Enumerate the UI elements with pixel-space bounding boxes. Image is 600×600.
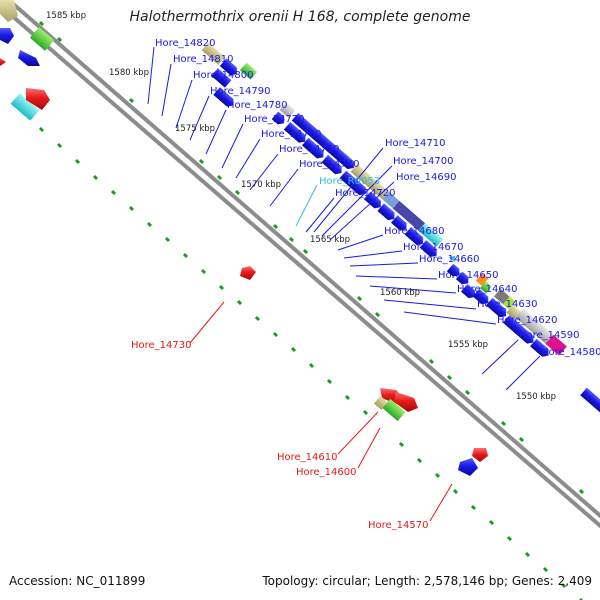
gene-block[interactable] [382,191,400,209]
gene-label-hore-14580[interactable]: Hore_14580 [541,347,600,358]
gene-arrow[interactable] [283,122,309,145]
gene-block[interactable] [211,68,232,88]
scale-label: 1570 kbp [241,180,281,190]
gene-arrow[interactable] [455,271,472,287]
gene-label-hore-14660[interactable]: Hore_14660 [419,254,480,265]
gene-block[interactable] [479,281,492,294]
gene-arrow[interactable] [213,87,236,109]
gene-arrow[interactable] [502,315,537,346]
gene-label-hore-14810[interactable]: Hore_14810 [173,54,234,65]
gene-label-hore-14670[interactable]: Hore_14670 [403,242,464,253]
gene-arrow[interactable] [472,288,492,307]
gene-label-hore-14680[interactable]: Hore_14680 [384,226,445,237]
scale-label: 1550 kbp [516,392,556,402]
gene-label-hore-14820[interactable]: Hore_14820 [155,38,216,49]
gene-block[interactable] [239,62,258,80]
gene-label-hore-14750[interactable]: Hore_14750 [279,144,340,155]
gene-block[interactable] [392,200,426,231]
gene-label-hore-r0053[interactable]: Hore_R0053 [319,176,380,187]
gene-label-hore-14640[interactable]: Hore_14640 [457,284,518,295]
gene-arrow[interactable] [446,263,463,279]
gene-arrow[interactable] [377,203,397,222]
edge-fragments [0,0,55,121]
gene-arrow[interactable] [363,191,384,211]
gene-arrow[interactable] [321,154,345,177]
gene-label-hore-14570[interactable]: Hore_14570 [368,520,429,531]
scale-ticks-outer [38,20,585,495]
label-leader-lines [147,46,541,391]
reverse-strand-genes [240,266,488,476]
gene-arrow-hore-14570[interactable] [458,458,478,476]
scale-label: 1555 kbp [448,340,488,350]
scale-label: 1560 kbp [380,288,420,298]
gene-block[interactable] [545,334,567,356]
gene-arrow[interactable] [404,227,427,248]
gene-label-hore-14800[interactable]: Hore_14800 [193,70,254,81]
chromosome-backbone [0,0,600,529]
gene-block[interactable] [418,223,444,247]
gene-arrow[interactable] [291,112,357,172]
gene-label-hore-14600[interactable]: Hore_14600 [296,467,357,478]
gene-arrow[interactable] [472,448,488,462]
gene-block[interactable] [350,164,389,200]
forward-strand-genes [201,42,567,360]
gene-label-hore-14650[interactable]: Hore_14650 [438,270,499,281]
gene-arrow[interactable] [530,338,552,360]
gene-arrow[interactable] [390,215,410,233]
gene-block[interactable] [506,304,521,320]
gene-label-hore-14630[interactable]: Hore_14630 [477,299,538,310]
forward-strand-genes-right [580,387,600,420]
gene-label-hore-14620[interactable]: Hore_14620 [497,315,558,326]
gene-label-hore-14730[interactable]: Hore_14730 [131,340,192,351]
gene-arrow[interactable] [219,58,240,77]
gene-block[interactable] [279,102,296,118]
gene-block[interactable] [475,273,489,286]
gene-label-hore-14590[interactable]: Hore_14590 [519,330,580,341]
gene-label-hore-14700[interactable]: Hore_14700 [393,156,454,167]
gene-label-hore-14690[interactable]: Hore_14690 [396,172,457,183]
gene-arrow[interactable] [301,137,327,161]
gene-label-hore-14610[interactable]: Hore_14610 [277,452,338,463]
gene-block[interactable] [493,288,510,305]
rna-leader-line [295,184,318,227]
gene-label-hore-14780[interactable]: Hore_14780 [227,100,288,111]
gene-arrow[interactable] [339,170,369,198]
scale-labels: 1585 kbp 1580 kbp 1575 kbp 1570 kbp 1565… [46,11,556,402]
accession-text: Accession: NC_011899 [9,574,146,588]
gene-arrow[interactable] [271,111,288,127]
reverse-gene-labels: Hore_14730 Hore_14610 Hore_14600 Hore_14… [131,340,429,531]
gene-block-hore-14600[interactable] [382,398,406,422]
scale-label: 1565 kbp [310,235,350,245]
gene-label-hore-14790[interactable]: Hore_14790 [210,86,271,97]
scale-label: 1575 kbp [175,124,215,134]
gene-arrow[interactable] [580,387,600,420]
scale-ticks-inner [38,126,584,600]
rna-marker[interactable] [448,253,458,263]
gene-block[interactable] [515,308,554,344]
gene-arrow[interactable] [486,297,509,320]
genome-summary-text: Topology: circular; Length: 2,578,146 bp… [262,574,592,588]
gene-label-hore-14760[interactable]: Hore_14760 [261,129,322,140]
gene-label-hore-14720[interactable]: Hore_14720 [335,188,396,199]
gene-label-hore-14710[interactable]: Hore_14710 [385,138,446,149]
gene-block[interactable] [503,296,516,310]
reverse-leader-lines [189,301,453,522]
gene-block[interactable] [201,42,225,65]
scale-label: 1585 kbp [46,11,86,21]
gene-arrow[interactable] [461,284,478,301]
gene-arrow[interactable] [394,392,418,412]
gene-arrow-hore-14730[interactable] [240,266,256,280]
gene-labels: Hore_14820 Hore_14810 Hore_14800 Hore_14… [155,38,600,358]
gene-label-hore-14740[interactable]: Hore_14740 [299,159,360,170]
scale-label: 1580 kbp [109,68,149,78]
gene-arrow[interactable] [419,240,440,259]
map-title: Halothermothrix orenii H 168, complete g… [129,9,471,25]
gene-label-hore-14770[interactable]: Hore_14770 [244,114,305,125]
